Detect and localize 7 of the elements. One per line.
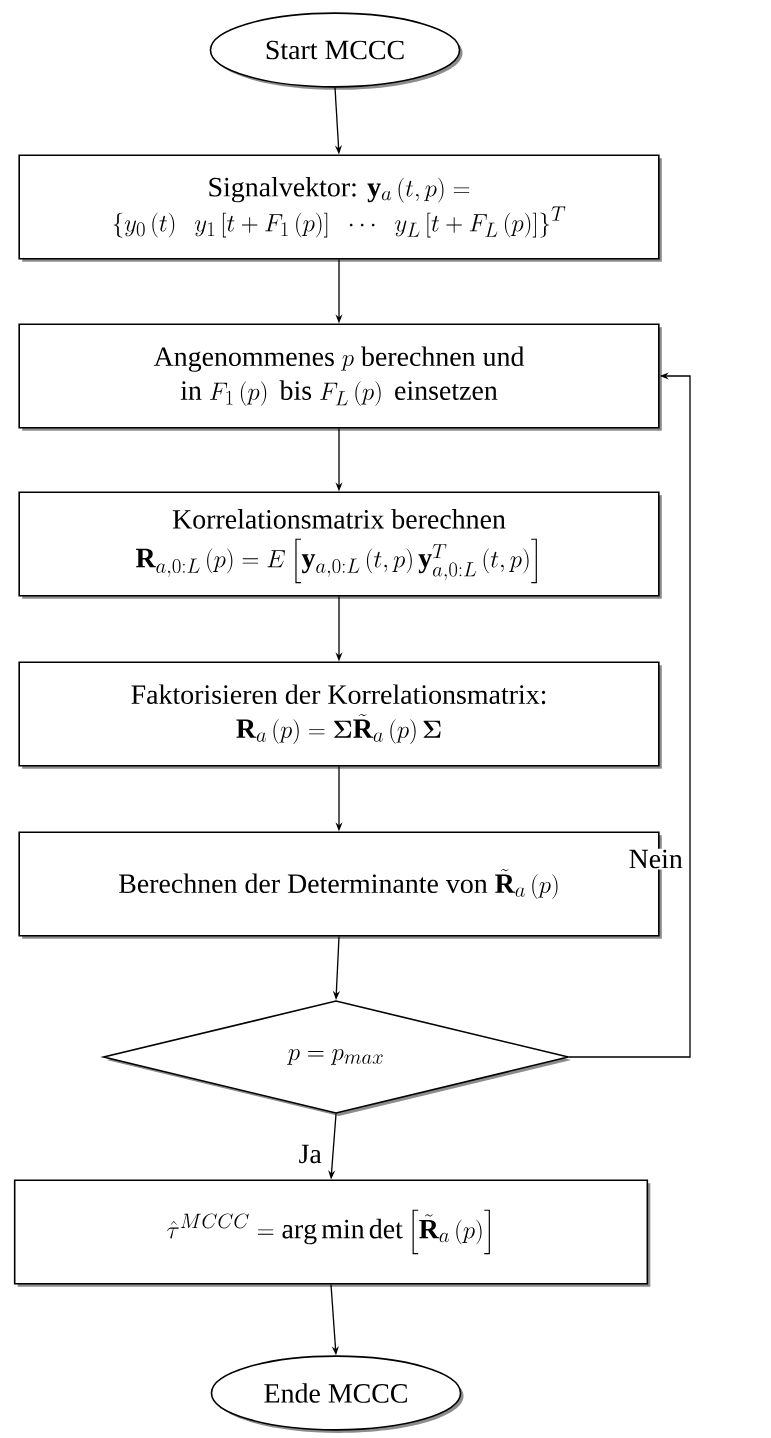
edge-label: Nein (627, 848, 684, 870)
process-box: $\hat{\tau}^{MCCC}=\arg\min\det\left[\tilde{\mathbf{R}}_a\left(p\right)\right]$ (13, 1179, 651, 1287)
process-box: $\begin{array}{c}\text{Signalvektor: }\mathbf{y}_a\left(t,p\right)=\\ \left\{y_0\left(t\right)\;\;y_1\left[t+F_1\left(p\right)\right]\;\;\cdots\;\;y_L\left[t+F_L\left(p\right)\right]\right\}^T\end{array}$ (18, 154, 662, 262)
edge-label: Ja (297, 1143, 323, 1165)
process-box: $\begin{array}{c}\text{Korrelationsmatrix berechnen}\\ \mathbf{R}_{a,0:L}\left(p\right)=E\left[\mathbf{y}_{a,0:L}\left(t,p\right)\mathbf{y}^T_{a,0:L}\left(t,p\right)\right]\end{array}$ (18, 491, 662, 599)
process-box: $\begin{array}{c}\text{Faktorisieren der Korrelationsmatrix:}\\ \mathbf{R}_a\left(p\right)=\boldsymbol{\Sigma}\tilde{\mathbf{R}}_a\left(p\right)\boldsymbol{\Sigma}\end{array}$ (18, 661, 662, 769)
process-box: $\begin{array}{c}\text{Angenommenes }p\text{ berechnen und}\\ \text{in }F_1\left(p\right)\text{ bis }F_L\left(p\right)\text{ einsetzen}\end{array}$ (18, 323, 662, 431)
